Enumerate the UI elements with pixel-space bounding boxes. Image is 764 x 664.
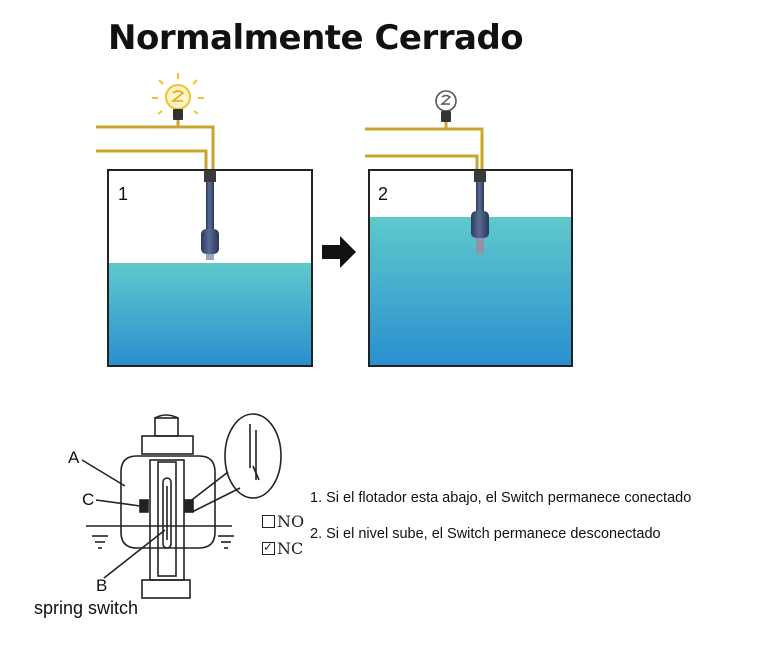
note-2: 2. Si el nivel sube, el Switch permanece… (310, 526, 661, 542)
panel-2 (365, 90, 573, 367)
part-label-a: A (68, 448, 80, 467)
part-label-b: B (96, 576, 108, 595)
legend-nc: ✓NC (262, 539, 303, 558)
lamp-off-icon (435, 90, 457, 122)
wire-pair-1 (96, 120, 215, 170)
legend-nc-label: NC (277, 539, 304, 558)
float-sensor-1 (201, 170, 219, 260)
part-label-c: C (82, 490, 95, 509)
legend-no: NO (262, 512, 304, 531)
spring-switch-caption: spring switch (34, 598, 139, 618)
checkbox-empty-icon (262, 515, 275, 528)
float-switch-schematic (81, 413, 282, 599)
right-arrow-icon (322, 236, 356, 268)
panel-1 (96, 73, 313, 367)
page-title: Normalmente Cerrado (108, 18, 524, 58)
water-2 (370, 217, 571, 365)
legend-no-label: NO (277, 512, 305, 531)
wire-pair-2 (365, 122, 484, 170)
lamp-on-icon (152, 73, 204, 120)
panel-2-number: 2 (378, 184, 389, 204)
water-1 (109, 263, 311, 365)
panel-1-number: 1 (118, 184, 129, 204)
float-sensor-2 (471, 170, 489, 254)
note-1: 1. Si el flotador esta abajo, el Switch … (310, 490, 692, 506)
checkbox-checked-icon: ✓ (262, 540, 275, 555)
